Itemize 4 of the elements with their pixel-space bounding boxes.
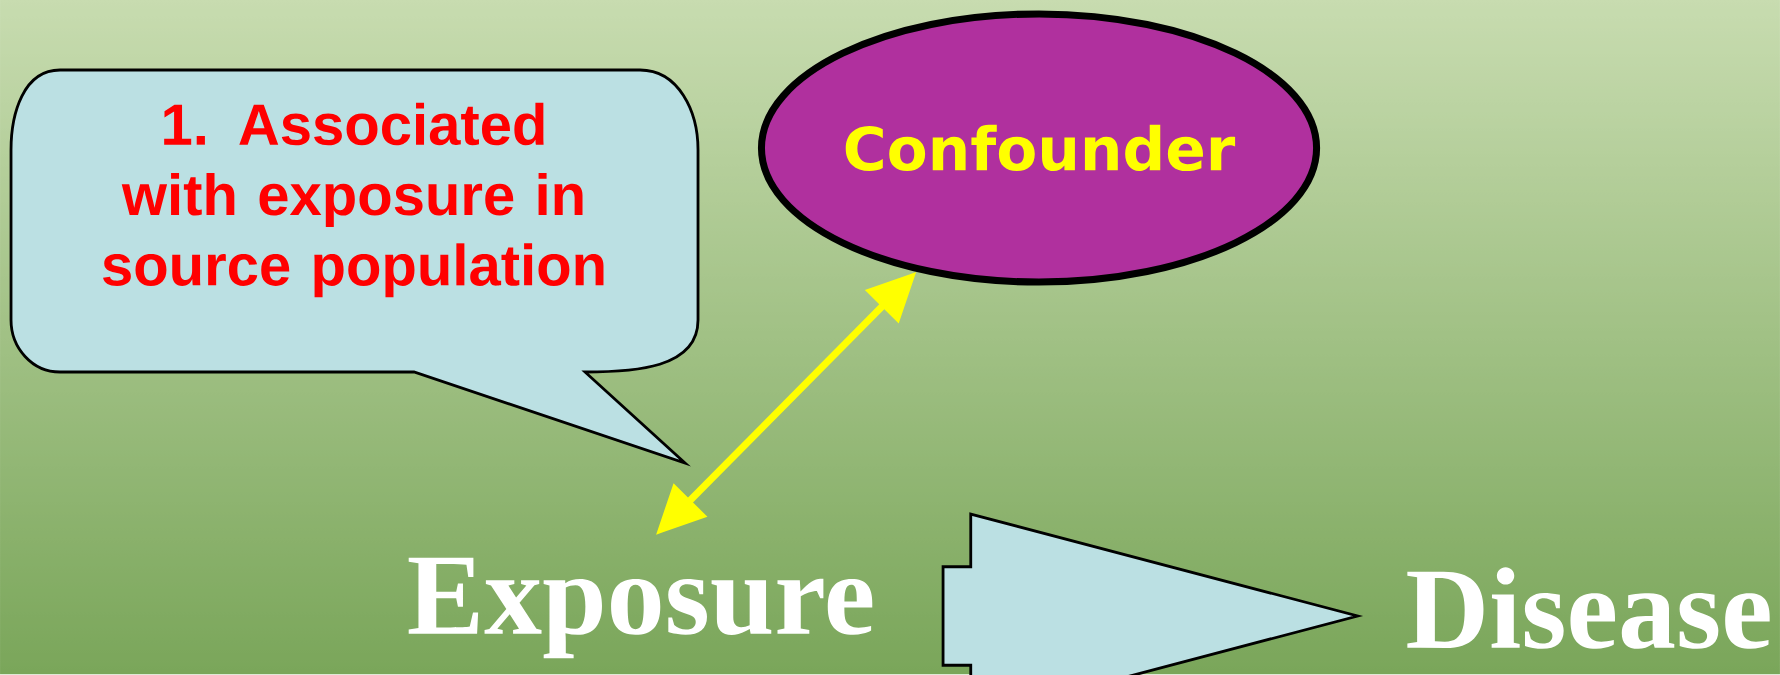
label-text: Disease	[1407, 567, 1770, 649]
block-arrow	[941, 512, 1364, 675]
speech-bubble: 1. Associated with exposure in source population	[9, 68, 700, 465]
label-text: Exposure	[408, 557, 873, 659]
